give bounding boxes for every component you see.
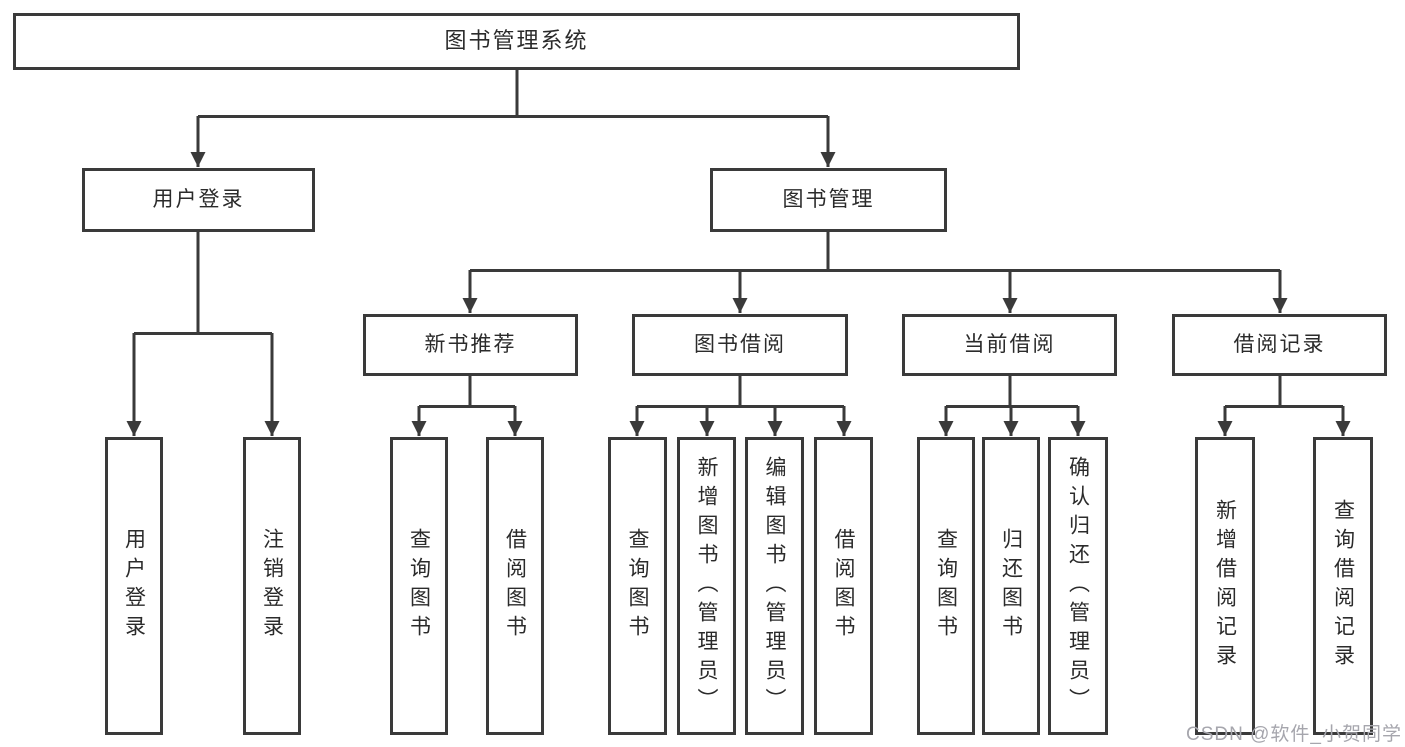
node-system-root-label: 图书管理系统 xyxy=(444,28,589,54)
leaf-br-add-record: 新增借阅记录 xyxy=(1195,437,1255,735)
leaf-br-query-record-label: 查询借阅记录 xyxy=(1331,499,1355,673)
leaf-user-login-label: 用户登录 xyxy=(122,528,146,644)
node-user-login-label: 用户登录 xyxy=(152,188,245,212)
node-borrow-records: 借阅记录 xyxy=(1172,314,1387,376)
leaf-cb-query-books: 查询图书 xyxy=(917,437,975,735)
leaf-nb-borrow-books: 借阅图书 xyxy=(486,437,544,735)
node-current-borrow: 当前借阅 xyxy=(902,314,1117,376)
leaf-user-login: 用户登录 xyxy=(105,437,163,735)
leaf-br-query-record: 查询借阅记录 xyxy=(1313,437,1373,735)
leaf-nb-borrow-books-label: 借阅图书 xyxy=(503,528,527,644)
node-book-borrow: 图书借阅 xyxy=(632,314,848,376)
node-new-book-recommend-label: 新书推荐 xyxy=(424,333,517,357)
leaf-cb-confirm-return-admin: 确认归还（管理员） xyxy=(1048,437,1108,735)
node-book-management-label: 图书管理 xyxy=(782,188,875,212)
leaf-bb-query-books-label: 查询图书 xyxy=(626,528,649,644)
leaf-bb-borrow-books-label: 借阅图书 xyxy=(832,528,855,644)
leaf-cb-return-books-label: 归还图书 xyxy=(999,528,1023,644)
leaf-logout-label: 注销登录 xyxy=(260,528,284,644)
leaf-bb-add-books-admin: 新增图书（管理员） xyxy=(677,437,736,735)
node-book-management: 图书管理 xyxy=(710,168,947,232)
leaf-bb-borrow-books: 借阅图书 xyxy=(814,437,873,735)
leaf-logout: 注销登录 xyxy=(243,437,301,735)
leaf-bb-query-books: 查询图书 xyxy=(608,437,667,735)
leaf-cb-return-books: 归还图书 xyxy=(982,437,1040,735)
leaf-nb-query-books: 查询图书 xyxy=(390,437,448,735)
leaf-bb-edit-books-admin-label: 编辑图书（管理员） xyxy=(763,455,786,717)
leaf-nb-query-books-label: 查询图书 xyxy=(407,528,431,644)
leaf-br-add-record-label: 新增借阅记录 xyxy=(1213,499,1237,673)
node-current-borrow-label: 当前借阅 xyxy=(963,333,1056,357)
leaf-cb-query-books-label: 查询图书 xyxy=(934,528,958,644)
node-book-borrow-label: 图书借阅 xyxy=(694,333,786,357)
node-system-root: 图书管理系统 xyxy=(13,13,1020,70)
node-user-login: 用户登录 xyxy=(82,168,315,232)
watermark: CSDN @软件_小贺同学 xyxy=(1186,724,1402,745)
leaf-bb-edit-books-admin: 编辑图书（管理员） xyxy=(745,437,804,735)
leaf-cb-confirm-return-admin-label: 确认归还（管理员） xyxy=(1066,455,1090,717)
node-new-book-recommend: 新书推荐 xyxy=(363,314,578,376)
node-borrow-records-label: 借阅记录 xyxy=(1233,333,1326,357)
leaf-bb-add-books-admin-label: 新增图书（管理员） xyxy=(695,455,718,717)
